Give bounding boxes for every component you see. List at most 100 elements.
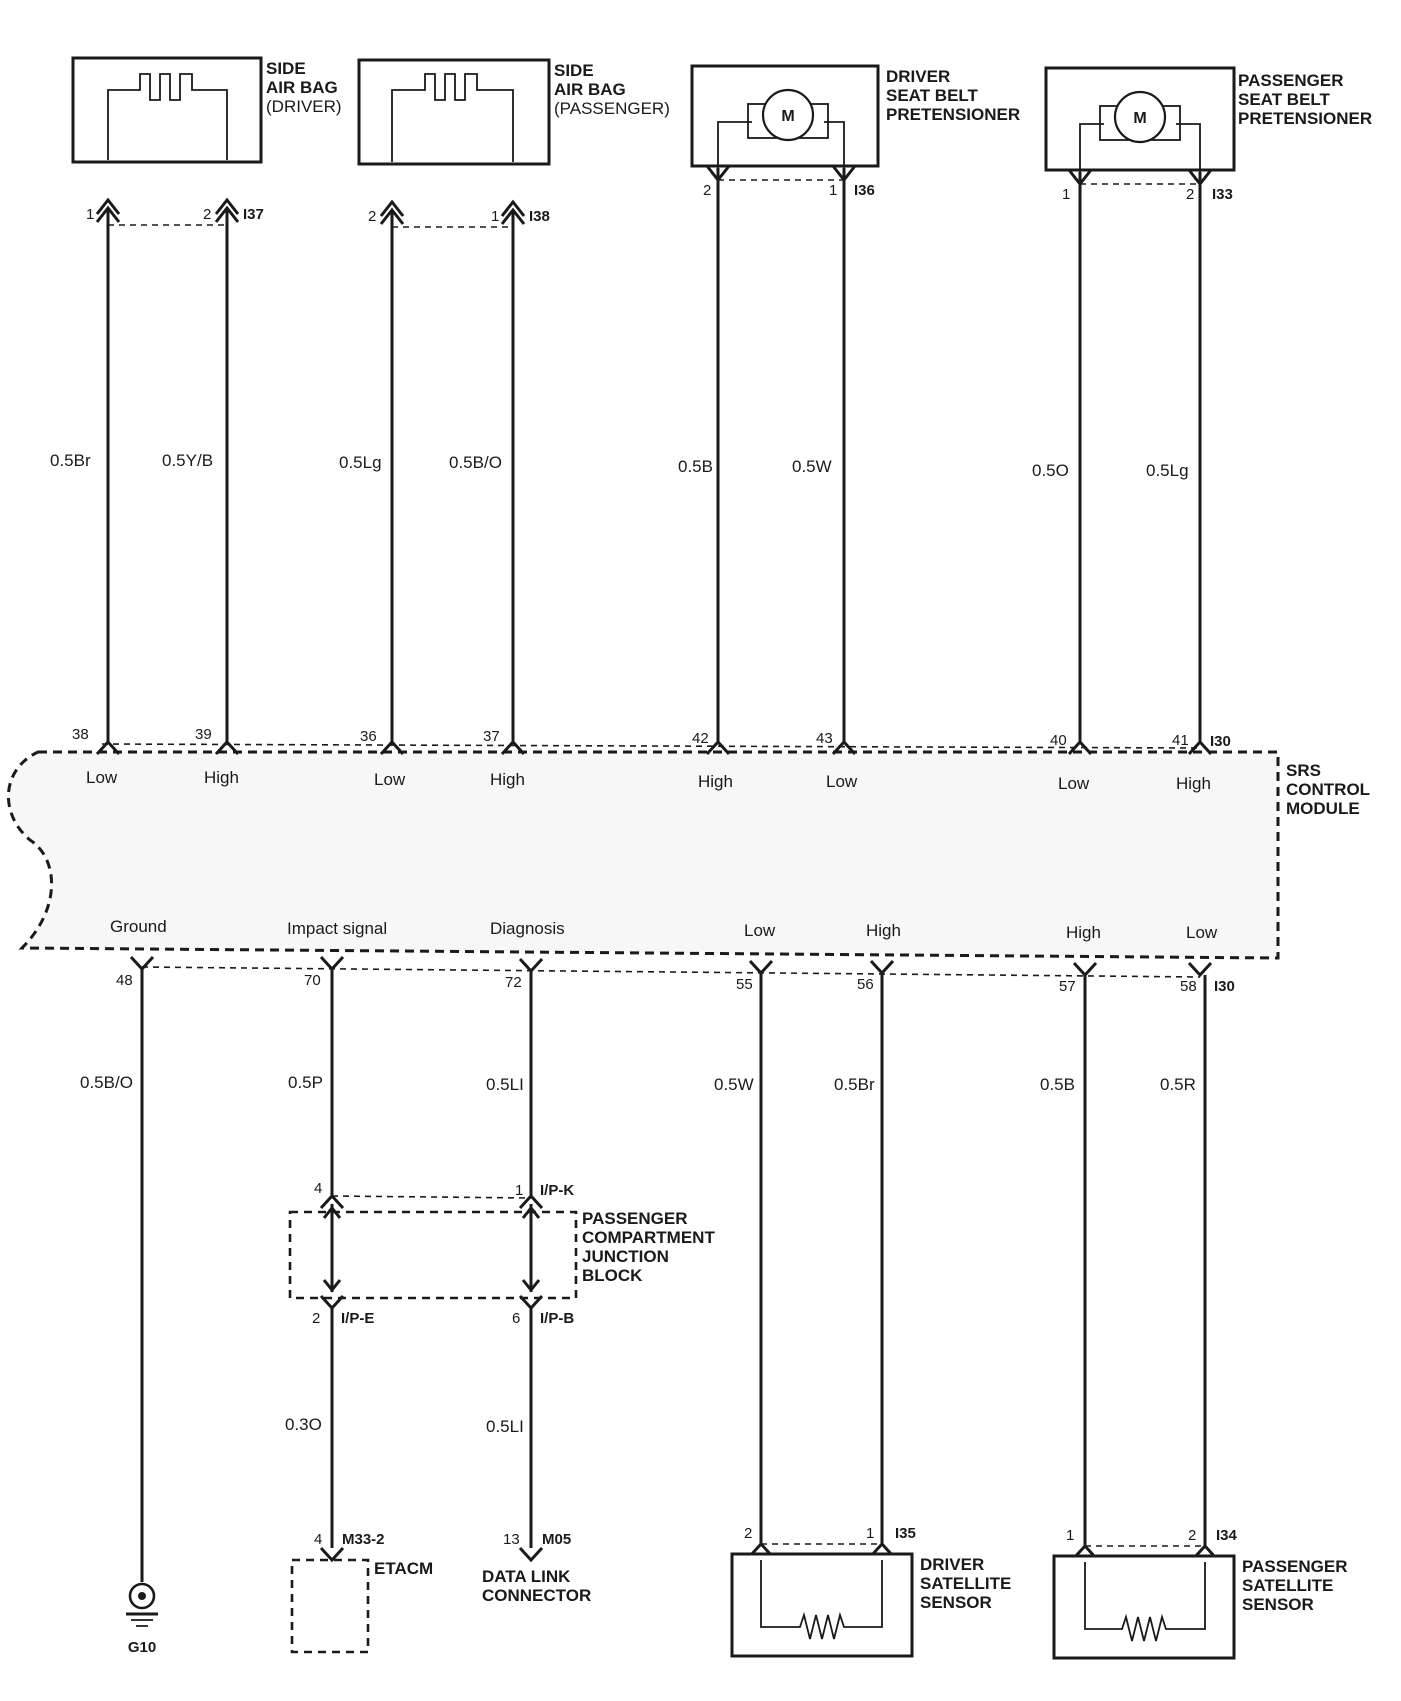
wire-color-label: 0.5Br	[834, 1075, 875, 1094]
terminal-i38-1	[500, 199, 526, 225]
pin-label: 1	[829, 182, 837, 199]
pin-label: 36	[360, 728, 377, 745]
connector-label-i30-top: I30	[1210, 733, 1231, 750]
pin-label: 1	[86, 206, 94, 223]
wire-color-label: 0.5R	[1160, 1075, 1196, 1094]
pin-label: 2	[703, 182, 711, 199]
terminal-m33-2-4	[319, 1546, 345, 1563]
wire-color-label: 0.5W	[792, 457, 832, 476]
pin-label: 2	[1188, 1527, 1196, 1544]
side-airbag-passenger-box	[357, 58, 551, 166]
pin-label: 4	[314, 1531, 322, 1548]
terminal-i33-2	[1187, 169, 1213, 187]
pin-label: 57	[1059, 978, 1076, 995]
wire-color-label: 0.5B	[678, 457, 713, 476]
svg-text:MODULE: MODULE	[1286, 799, 1360, 818]
pin-label: 58	[1180, 978, 1197, 995]
terminal-i38-2	[379, 199, 405, 225]
passenger-compartment-junction-block: PASSENGER COMPARTMENT JUNCTION BLOCK	[288, 1209, 715, 1300]
terminal-i35-2	[748, 1541, 774, 1558]
pin-label: 37	[483, 728, 500, 745]
svg-text:SATELLITE: SATELLITE	[1242, 1576, 1333, 1595]
junction-block-outline	[288, 1210, 578, 1300]
terminal-arrow	[322, 1279, 342, 1293]
svg-text:JUNCTION: JUNCTION	[582, 1247, 669, 1266]
svg-text:DRIVER: DRIVER	[886, 67, 950, 86]
signal-label: Impact signal	[287, 919, 387, 938]
pin-label: 1	[1062, 186, 1070, 203]
passenger-pretensioner-box	[1044, 66, 1236, 172]
svg-text:BLOCK: BLOCK	[582, 1266, 643, 1285]
signal-label: Low	[86, 768, 118, 787]
svg-text:COMPARTMENT: COMPARTMENT	[582, 1228, 715, 1247]
wire-color-label: 0.5B/O	[80, 1073, 133, 1092]
motor-lead	[824, 121, 845, 170]
terminal-i34-2	[1192, 1543, 1218, 1560]
motor-lead	[1079, 123, 1104, 174]
driver-satellite-box	[730, 1552, 914, 1658]
connector-label-ip-e: I/P-E	[341, 1310, 374, 1327]
resistor-icon	[760, 1560, 883, 1640]
signal-label: Low	[826, 772, 858, 791]
pin-label: 56	[857, 976, 874, 993]
pin-label: 48	[116, 972, 133, 989]
terminal-i37-1	[95, 197, 121, 223]
signal-label: High	[698, 772, 733, 791]
connector-label-i37: I37	[243, 206, 264, 223]
srs-control-module-outline	[7, 750, 1280, 960]
wire-color-label: 0.5Y/B	[162, 451, 213, 470]
terminal-i36-2	[705, 165, 731, 183]
pin-label: 1	[491, 208, 499, 225]
pin-label: 2	[312, 1310, 320, 1327]
wire-color-label: 0.5B/O	[449, 453, 502, 472]
terminal-i36-1	[831, 165, 857, 183]
side-airbag-driver-box	[71, 56, 263, 164]
airbag-squib-icon	[391, 73, 514, 162]
svg-text:PASSENGER: PASSENGER	[1242, 1557, 1348, 1576]
terminal-ip-k-1	[518, 1193, 544, 1210]
svg-text:PRETENSIONER: PRETENSIONER	[886, 105, 1020, 124]
svg-text:SEAT BELT: SEAT BELT	[886, 86, 979, 105]
connector-label-i38: I38	[529, 208, 550, 225]
pin-label: 2	[744, 1525, 752, 1542]
pin-label: 43	[816, 730, 833, 747]
connector-label-m33-2: M33-2	[342, 1531, 385, 1548]
ground-label-g10: G10	[128, 1639, 156, 1656]
svg-text:AIR BAG: AIR BAG	[266, 78, 338, 97]
module-bottom-connector-link	[141, 966, 1201, 978]
srs-control-module-label: SRS CONTROL MODULE	[1286, 761, 1370, 818]
signal-label: Ground	[110, 917, 167, 936]
driver-satellite-sensor: DRIVER SATELLITE SENSOR	[730, 1552, 1011, 1658]
signal-label: Low	[744, 921, 776, 940]
terminal-ip-k-4	[319, 1193, 345, 1210]
module-top-connector-link	[101, 743, 1201, 749]
pin-label: 38	[72, 726, 89, 743]
data-link-label: CONNECTOR	[482, 1586, 591, 1605]
wire-color-label: 0.5W	[714, 1075, 754, 1094]
passenger-satellite-sensor: PASSENGER SATELLITE SENSOR	[1052, 1554, 1348, 1660]
svg-text:AIR BAG: AIR BAG	[554, 80, 626, 99]
svg-text:(DRIVER): (DRIVER)	[266, 97, 342, 116]
signal-label: High	[204, 768, 239, 787]
terminal-i34-1	[1072, 1543, 1098, 1560]
side-airbag-passenger: SIDE AIR BAG (PASSENGER)	[357, 58, 670, 166]
pin-label: 72	[505, 974, 522, 991]
signal-label: Low	[1058, 774, 1090, 793]
pin-label: 2	[368, 208, 376, 225]
signal-label: Low	[1186, 923, 1218, 942]
terminal-m05-13	[518, 1546, 544, 1563]
terminal-i37-2	[214, 197, 240, 223]
wire-color-label: 0.5LI	[486, 1417, 524, 1436]
motor-lead	[717, 121, 752, 170]
ground-icon	[126, 1582, 158, 1627]
svg-text:M: M	[781, 108, 794, 125]
svg-text:SIDE: SIDE	[266, 59, 306, 78]
wire-color-label: 0.3O	[285, 1415, 322, 1434]
pin-label: 2	[1186, 186, 1194, 203]
side-airbag-driver: SIDE AIR BAG (DRIVER)	[71, 56, 342, 164]
resistor-icon	[1084, 1562, 1206, 1642]
signal-label: Diagnosis	[490, 919, 565, 938]
wire-color-label: 0.5LI	[486, 1075, 524, 1094]
svg-text:PRETENSIONER: PRETENSIONER	[1238, 109, 1372, 128]
